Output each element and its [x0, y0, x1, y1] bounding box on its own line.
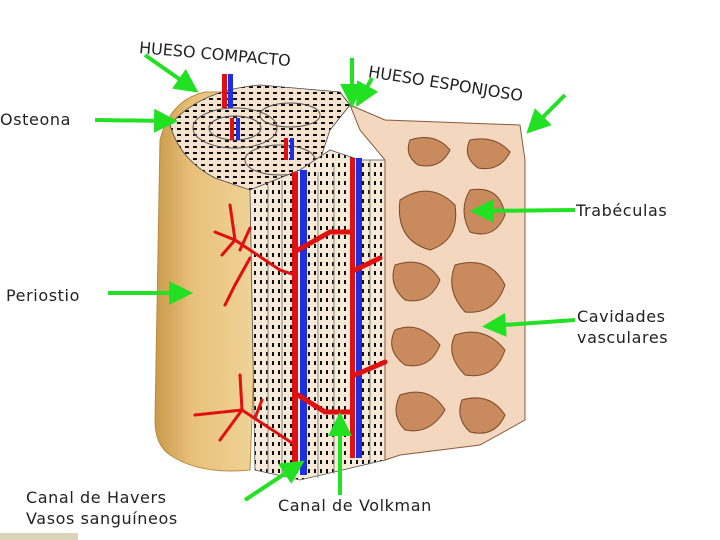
label-havers-line2: Vasos sanguíneos [26, 509, 178, 528]
label-havers-line1: Canal de Havers [26, 488, 167, 507]
osteon-ring [259, 102, 321, 128]
label-canal-de-havers: Canal de Havers Vasos sanguíneos [26, 487, 178, 529]
label-periostio: Periostio [6, 286, 80, 305]
periosteum [154, 91, 261, 472]
label-cavidades-line1: Cavidades [577, 307, 666, 326]
trabecular-cavities [391, 137, 511, 434]
label-osteona: Osteona [0, 110, 71, 129]
label-cavidades-line2: vasculares [577, 328, 669, 347]
pointer-arrows [94, 53, 576, 502]
label-canal-de-volkman: Canal de Volkman [278, 496, 432, 515]
osteon-ring [208, 115, 262, 141]
periosteal-vessels [193, 203, 297, 447]
havers-canal-vessels [222, 74, 362, 475]
label-trabeculas: Trabéculas [576, 201, 668, 220]
osteon-ring [192, 107, 278, 149]
compact-bone-top [169, 84, 351, 191]
label-cavidades-vasculares: Cavidades vasculares [577, 306, 668, 348]
lamellae-lines [267, 160, 371, 478]
bottom-edge-strip [0, 533, 78, 540]
